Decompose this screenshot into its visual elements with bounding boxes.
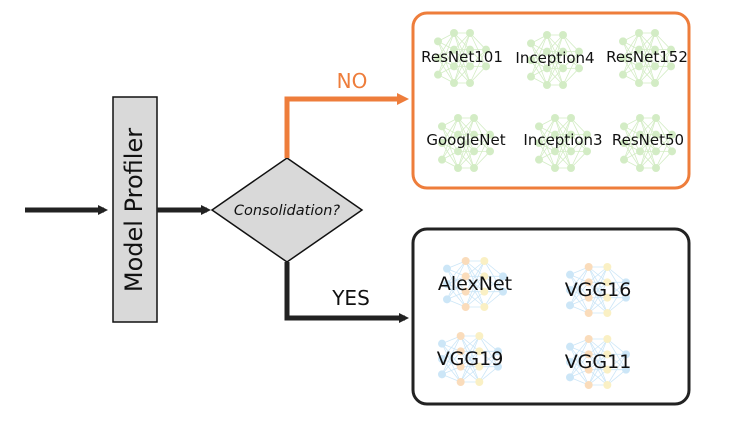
model-profiler-box: Model Profiler [112,96,158,323]
yes-branch-arrow [284,262,409,323]
neural-network-icon [566,335,630,389]
model-label: AlexNet [438,273,512,295]
model-label: VGG11 [565,351,632,373]
no-branch-arrow [284,93,409,158]
neural-network-icon [619,29,675,87]
model-label: Inception3 [523,131,602,149]
yes-label: YES [331,286,370,310]
model-label: ResNet50 [612,131,684,149]
neural-network-icon [438,332,502,386]
neural-network-icon [566,263,630,317]
model-profiler-label: Model Profiler [120,128,148,292]
model-label: VGG19 [437,348,504,370]
consolidated-models-group: AlexNet VGG16 VGG19 VGG11 [411,227,691,406]
neural-network-icon [527,31,583,89]
model-label: Inception4 [515,49,594,67]
model-label: GoogleNet [426,131,505,149]
no-label: NO [337,69,368,93]
model-label: ResNet152 [606,48,688,66]
consolidation-decision: Consolidation? [210,157,364,263]
consolidation-label: Consolidation? [234,203,341,219]
neural-network-icon [434,29,490,87]
model-label: ResNet101 [421,48,503,66]
neural-network-icon [438,114,494,172]
non-consolidated-models-group: ResNet101 Inception4 ResNet152 GoogleNet… [411,11,691,190]
neural-network-icon [535,114,591,172]
neural-network-icon [443,257,507,311]
neural-network-icon [620,114,676,172]
model-label: VGG16 [565,279,632,301]
